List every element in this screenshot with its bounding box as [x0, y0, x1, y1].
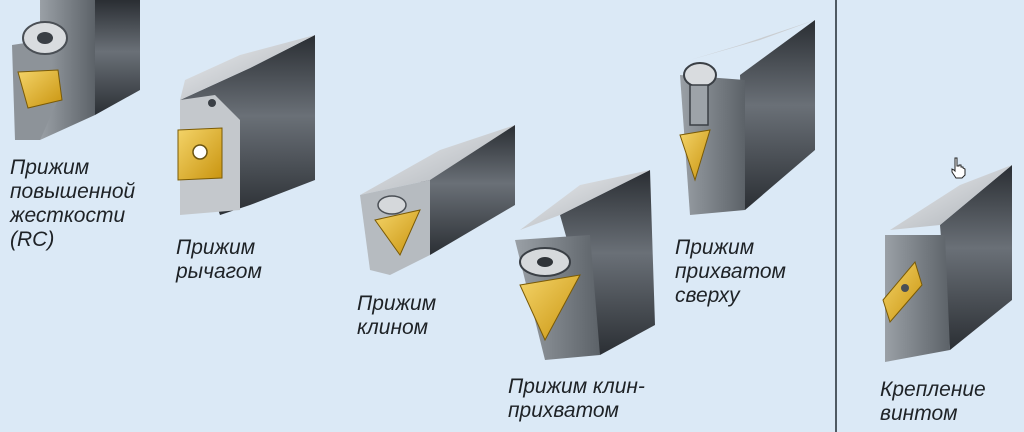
caption-rc-clamp: Прижим повышенной жесткости (RC): [10, 156, 135, 252]
caption-wedge-clamp-line-1: Прижим клин-: [508, 375, 645, 398]
hand-cursor-icon: [951, 157, 966, 179]
panel-divider: [835, 0, 837, 432]
tool-top-clamp: [679, 20, 815, 215]
caption-lever-line-1: Прижим: [176, 236, 256, 259]
caption-rc-line-4: (RC): [10, 228, 55, 251]
insert-rc: [17, 69, 63, 109]
tool-screw-clamp: [882, 165, 1012, 362]
caption-lever-clamp: Прижим рычагом: [176, 236, 262, 284]
tool-lever-clamp: [177, 35, 315, 215]
tool-wedge-top-clamp: [515, 170, 655, 360]
caption-wedge-top-clamp: Прижим клин- прихватом: [508, 375, 645, 423]
caption-rc-line-2: повышенной: [10, 180, 136, 203]
caption-top-clamp-line-3: сверху: [675, 284, 740, 307]
insert-top-clamp: [679, 129, 711, 182]
caption-top-clamp-line-1: Прижим: [675, 236, 755, 259]
caption-rc-line-1: Прижим: [10, 156, 90, 179]
caption-top-clamp: Прижим прихватом сверху: [675, 236, 786, 308]
insert-wedge: [374, 209, 421, 257]
caption-screw-line-1: Крепление: [880, 378, 986, 401]
caption-lever-line-2: рычагом: [176, 260, 262, 283]
caption-screw-line-2: винтом: [880, 402, 958, 425]
tool-wedge-clamp: [360, 125, 515, 275]
caption-wedge-clamp: Прижим клином: [357, 292, 436, 340]
caption-top-clamp-line-2: прихватом: [675, 260, 786, 283]
caption-wedge-line-2: клином: [357, 316, 429, 339]
caption-screw-clamp: Крепление винтом: [880, 378, 986, 426]
caption-wedge-clamp-line-2: прихватом: [508, 399, 619, 422]
caption-rc-line-3: жесткости: [10, 204, 126, 227]
insert-screw: [882, 260, 923, 324]
tool-rc-clamp: [12, 0, 140, 140]
caption-wedge-line-1: Прижим: [357, 292, 437, 315]
insert-wedge-clamp: [519, 274, 581, 342]
